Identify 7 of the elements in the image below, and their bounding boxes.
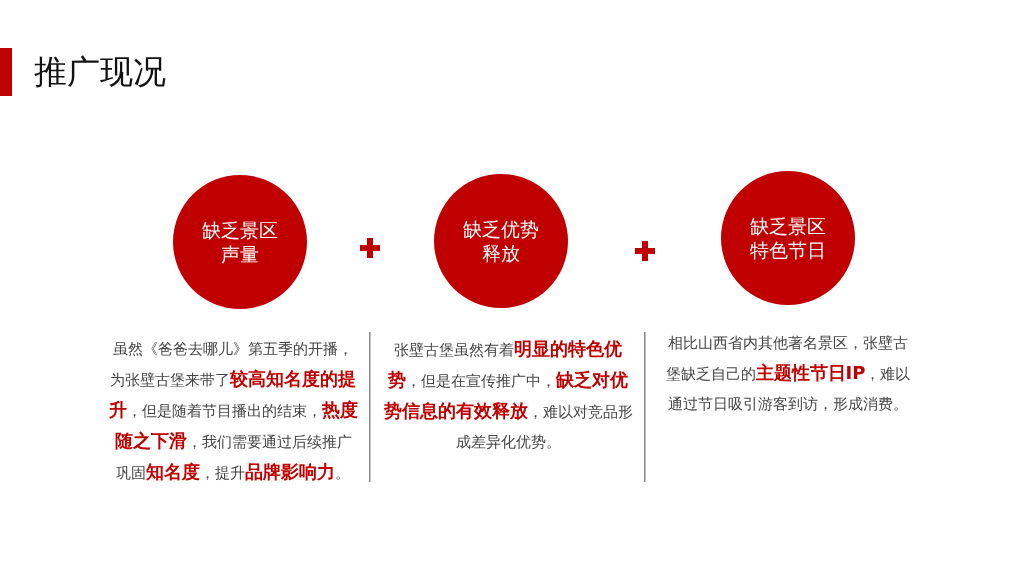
description-paragraph: 张壁古堡虽然有着明显的特色优势，但是在宣传推广中，缺乏对优势信息的有效释放，难以对竞品形成差异化优势。 bbox=[383, 337, 633, 452]
page-title: 推广现况 bbox=[34, 51, 166, 93]
description-paragraph: 相比山西省内其他著名景区，张壁古堡缺乏自己的主题性节日IP，难以通过节日吸引游客到访，形成消费。 bbox=[664, 334, 912, 414]
topic-circle: 缺乏景区声量 bbox=[173, 175, 307, 309]
description-paragraph: 虽然《爸爸去哪儿》第五季的开播，为张壁古堡来带了较高知名度的提升，但是随着节目播出的结束，热度随之下滑，我们需要通过后续推广巩固知名度，提升品牌影响力。 bbox=[108, 340, 358, 484]
topic-circle: 缺乏景区特色节日 bbox=[721, 171, 855, 305]
topic-circle: 缺乏优势释放 bbox=[434, 174, 568, 308]
